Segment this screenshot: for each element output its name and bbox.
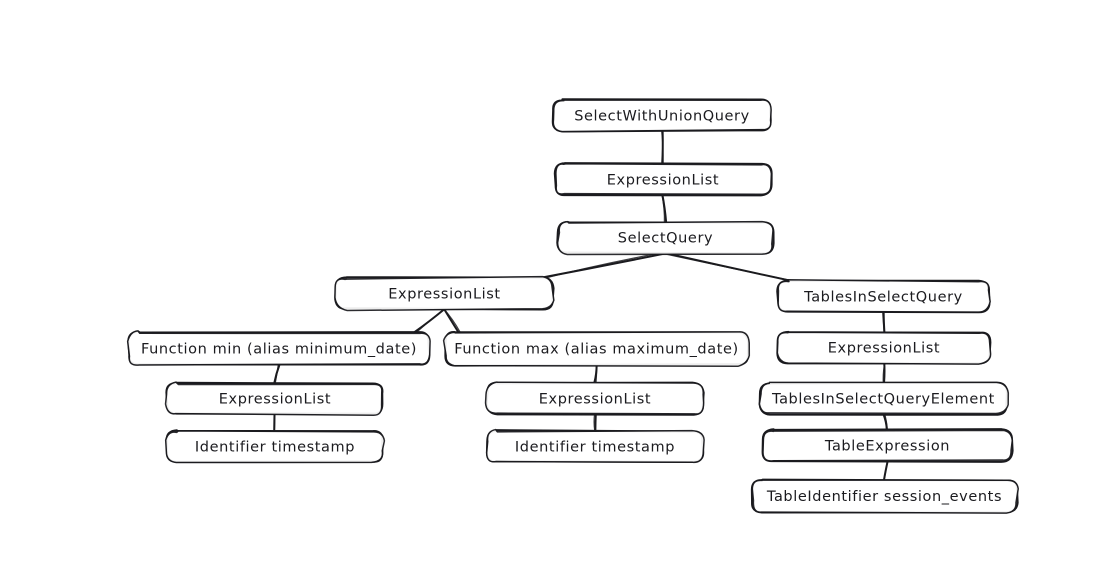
node-outline-sketch bbox=[555, 163, 773, 196]
node-label: ExpressionList bbox=[388, 287, 500, 303]
edge-n14-n15 bbox=[883, 459, 889, 482]
edge-n1-n2 bbox=[661, 130, 664, 166]
node-outline-sketch bbox=[751, 479, 1020, 514]
node-outline-sketch bbox=[758, 381, 1010, 415]
node-label: Identifier timestamp bbox=[195, 440, 355, 456]
node-label: ExpressionList bbox=[607, 173, 719, 189]
node-label: SelectQuery bbox=[618, 231, 713, 247]
node-outline-sketch bbox=[552, 99, 772, 133]
edge-n4-n7 bbox=[442, 307, 461, 333]
node-label: Function min (alias minimum_date) bbox=[141, 342, 417, 358]
edge-n5-n8 bbox=[882, 310, 886, 334]
ast-node[interactable]: Identifier timestamp bbox=[164, 429, 386, 464]
node-label: TablesInSelectQuery bbox=[803, 290, 963, 306]
ast-node[interactable]: ExpressionList bbox=[776, 330, 992, 365]
node-label: TableIdentifier session_events bbox=[766, 489, 1002, 505]
node-outline-sketch bbox=[776, 331, 992, 365]
node-label: ExpressionList bbox=[828, 341, 940, 357]
node-layer: SelectWithUnionQueryExpressionListSelect… bbox=[126, 98, 1020, 514]
ast-node[interactable]: TableExpression bbox=[761, 428, 1014, 463]
ast-node[interactable]: Function max (alias maximum_date) bbox=[442, 331, 751, 368]
node-outline-sketch bbox=[164, 430, 386, 464]
edge-n7-n10 bbox=[593, 363, 598, 385]
node-label: TableExpression bbox=[824, 439, 950, 455]
ast-node[interactable]: ExpressionList bbox=[334, 275, 555, 312]
node-label: ExpressionList bbox=[539, 392, 651, 408]
ast-node[interactable]: TableIdentifier session_events bbox=[750, 478, 1020, 514]
node-outline-sketch bbox=[484, 381, 705, 415]
node-label: ExpressionList bbox=[219, 392, 331, 408]
node-outline-sketch bbox=[485, 428, 705, 464]
edge-n10-n13 bbox=[593, 412, 597, 432]
edge-n3-n4 bbox=[537, 251, 667, 280]
node-label: TablesInSelectQueryElement bbox=[771, 392, 995, 408]
ast-node[interactable]: Identifier timestamp bbox=[485, 428, 705, 464]
ast-node[interactable]: TablesInSelectQuery bbox=[776, 278, 991, 314]
ast-node[interactable]: SelectWithUnionQuery bbox=[551, 98, 772, 133]
ast-node[interactable]: Function min (alias minimum_date) bbox=[126, 330, 431, 366]
node-label: Function max (alias maximum_date) bbox=[454, 342, 739, 358]
node-outline-sketch bbox=[126, 330, 431, 366]
node-outline-sketch bbox=[556, 220, 774, 256]
ast-node[interactable]: SelectQuery bbox=[556, 220, 775, 256]
node-outline-sketch bbox=[164, 381, 383, 416]
node-label: SelectWithUnionQuery bbox=[574, 109, 750, 125]
edge-n3-n5 bbox=[664, 252, 794, 282]
node-outline-sketch bbox=[777, 278, 991, 313]
edge-n8-n11 bbox=[882, 361, 886, 385]
node-outline-sketch bbox=[334, 275, 555, 312]
ast-node[interactable]: ExpressionList bbox=[164, 381, 384, 416]
edge-n6-n9 bbox=[273, 363, 281, 384]
ast-node[interactable]: TablesInSelectQueryElement bbox=[758, 381, 1010, 416]
node-outline-sketch bbox=[442, 331, 751, 368]
edge-n2-n3 bbox=[661, 193, 668, 224]
node-outline-sketch bbox=[762, 429, 1014, 462]
node-label: Identifier timestamp bbox=[515, 440, 675, 456]
ast-node[interactable]: ExpressionList bbox=[484, 381, 705, 416]
edge-n4-n6 bbox=[413, 307, 446, 334]
ast-node[interactable]: ExpressionList bbox=[553, 162, 773, 197]
